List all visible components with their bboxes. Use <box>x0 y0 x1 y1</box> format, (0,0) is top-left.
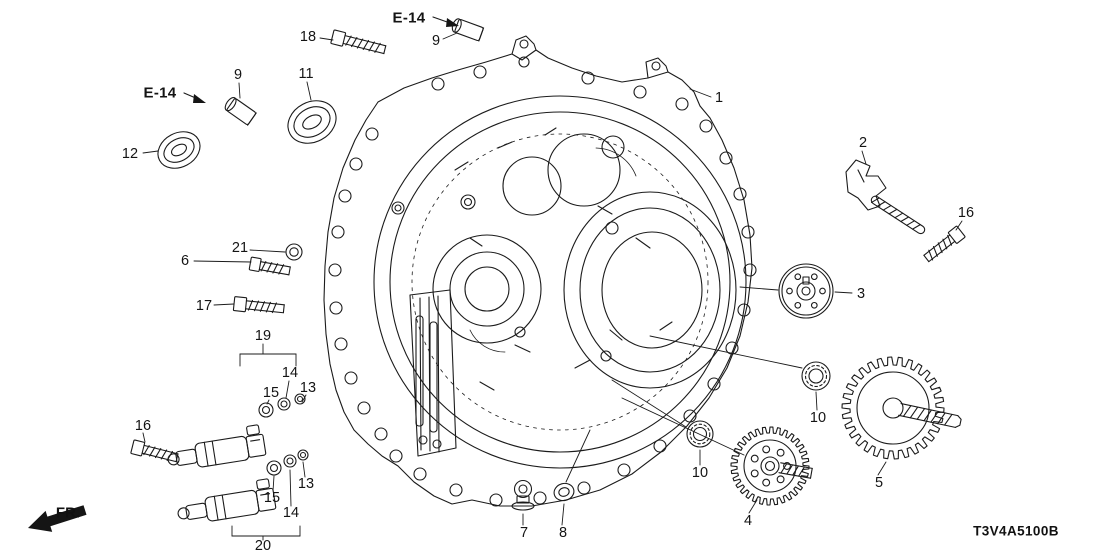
detent-bracket-2 <box>845 159 926 235</box>
dowel-pin-9-left <box>224 97 257 126</box>
callout-17: 17 <box>195 297 213 314</box>
sealing-washer-8 <box>553 482 575 502</box>
diagram-part-code: T3V4A5100B <box>973 523 1059 539</box>
oil-seal-11 <box>287 100 337 144</box>
bearing-10-right <box>801 361 831 391</box>
e14-reference-arrow-top <box>432 16 459 27</box>
callout-9-left: 9 <box>233 66 243 83</box>
callout-15-lower: 15 <box>263 489 281 506</box>
callout-12: 12 <box>121 145 139 162</box>
callout-11: 11 <box>298 65 314 82</box>
fr-direction-arrow <box>28 505 87 532</box>
callout-10-left: 10 <box>691 464 709 481</box>
callout-2: 2 <box>858 134 868 151</box>
callout-6: 6 <box>180 252 190 269</box>
e14-reference-arrow-left <box>183 92 206 103</box>
gear-4-with-stub <box>730 426 813 506</box>
callout-9-top: 9 <box>431 32 441 49</box>
callout-4: 4 <box>743 512 753 529</box>
fr-direction-label: FR. <box>55 504 81 522</box>
dowel-pin-9-top <box>451 18 485 42</box>
callout-10-right: 10 <box>809 409 827 426</box>
bearing-10-left <box>686 420 714 448</box>
washers-upper-set <box>258 393 306 418</box>
callout-15-upper: 15 <box>262 384 280 401</box>
gear-5-with-shaft <box>841 356 962 460</box>
callout-13-lower: 13 <box>297 475 315 492</box>
callout-14-upper: 14 <box>281 364 299 381</box>
callout-16-left: 16 <box>134 417 152 434</box>
joint-bolt-7 <box>511 479 535 511</box>
callout-7: 7 <box>519 524 529 541</box>
callout-5: 5 <box>874 474 884 491</box>
callout-1: 1 <box>714 89 724 106</box>
callout-21: 21 <box>231 239 249 256</box>
torque-converter-case-housing <box>323 35 757 507</box>
callout-8: 8 <box>558 524 568 541</box>
oil-seal-12 <box>157 131 201 169</box>
washer-21 <box>285 243 303 261</box>
callout-19: 19 <box>254 327 272 344</box>
flange-bolt-holes <box>328 56 757 507</box>
drive-plate-3 <box>778 263 834 319</box>
callout-3: 3 <box>856 285 866 302</box>
leader-lines <box>142 32 963 541</box>
callout-14-lower: 14 <box>282 504 300 521</box>
bolt-16-right <box>923 225 966 263</box>
bolt-17 <box>232 296 285 314</box>
callout-20: 20 <box>254 537 272 554</box>
washers-lower-set <box>266 449 309 476</box>
callout-e14-top: E-14 <box>392 9 426 27</box>
callout-e14-left: E-14 <box>143 84 177 102</box>
bolt-18 <box>330 29 387 55</box>
callout-16-right: 16 <box>957 204 975 221</box>
callout-18: 18 <box>299 28 317 45</box>
callout-13-upper: 13 <box>299 379 317 396</box>
bolt-6 <box>248 256 291 276</box>
